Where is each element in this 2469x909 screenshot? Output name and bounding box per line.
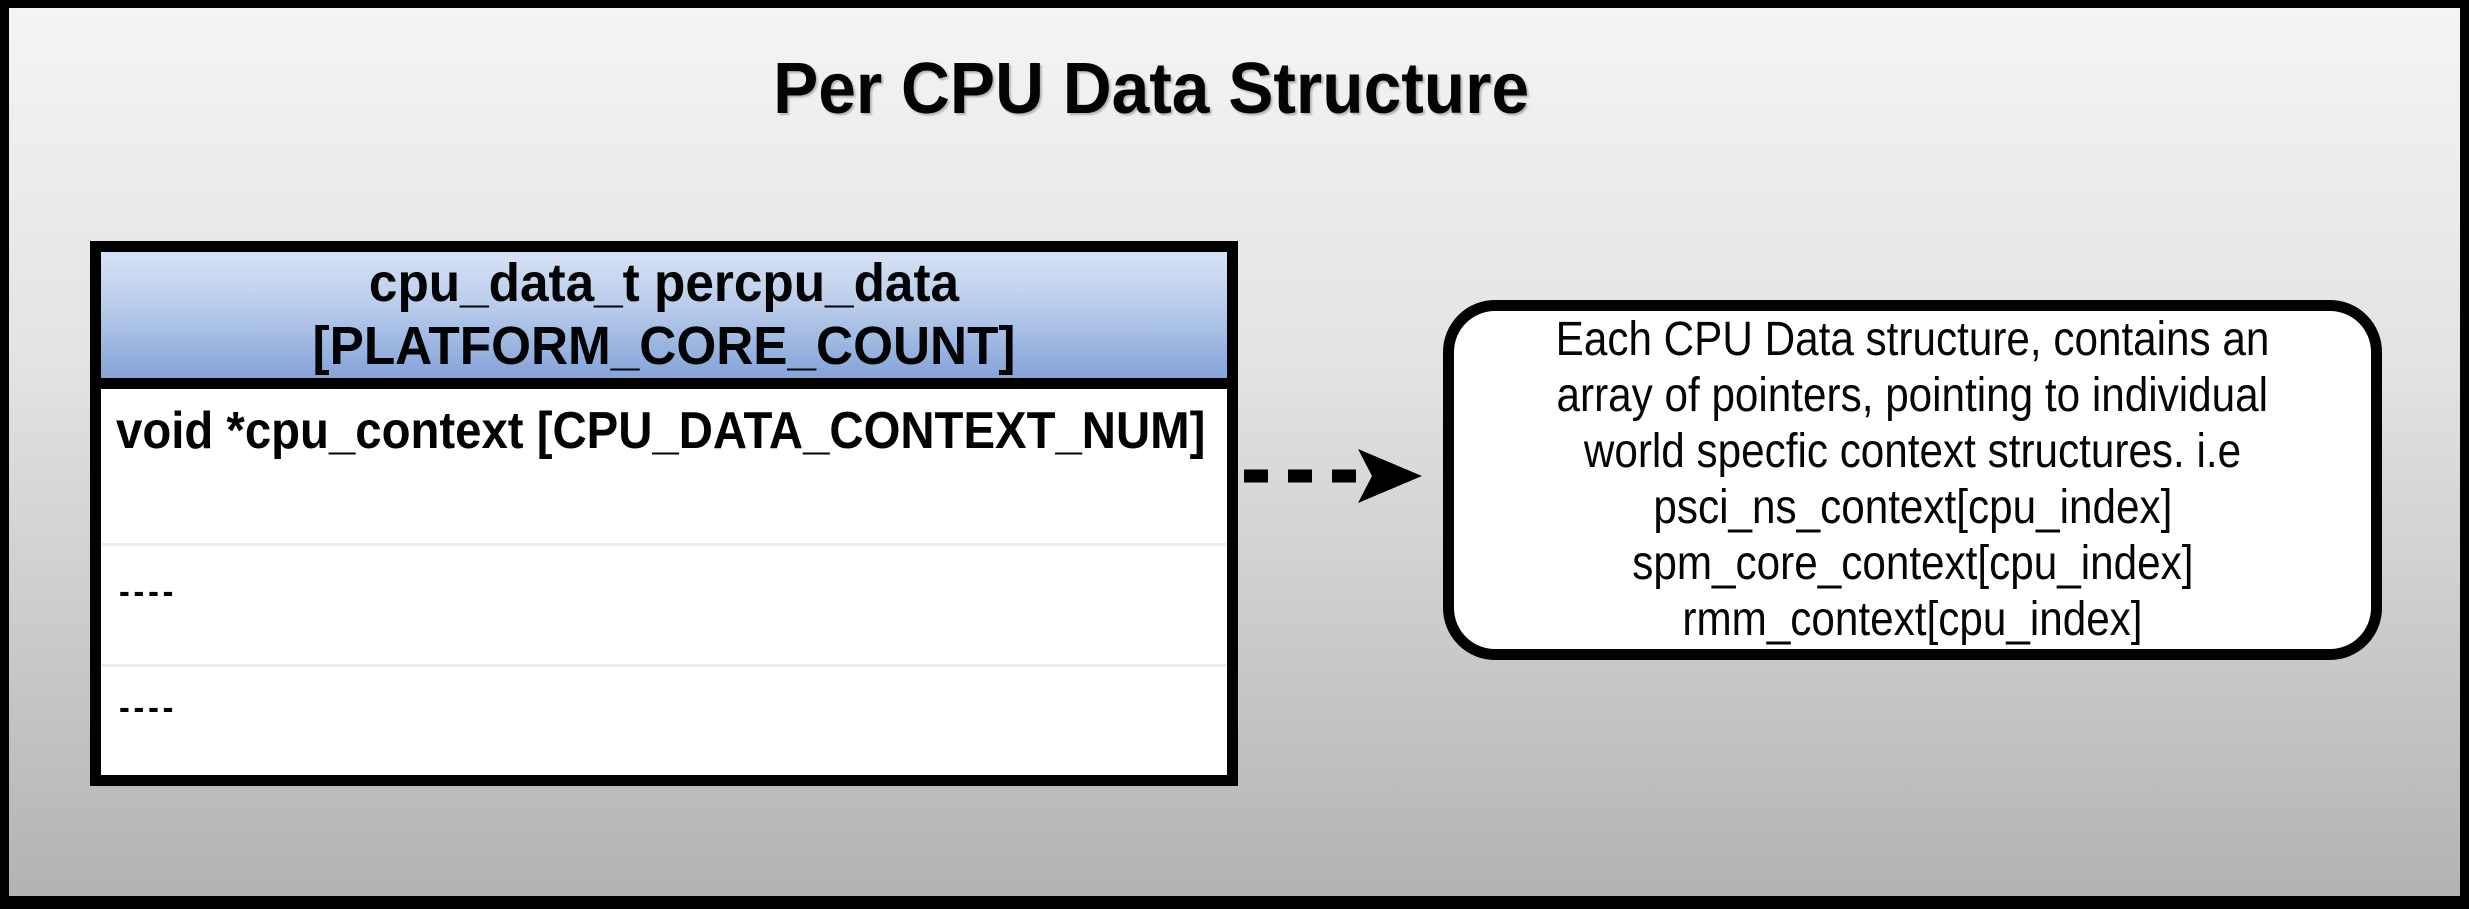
placeholder-dashes-1: ----	[119, 572, 178, 611]
callout-line-6: rmm_context[cpu_index]	[1682, 593, 2143, 646]
cpu-data-table-header: cpu_data_t percpu_data [PLATFORM_CORE_CO…	[101, 252, 1227, 389]
page-title-wrap: Per CPU Data Structure	[9, 48, 2293, 130]
arrowhead-icon	[1358, 449, 1422, 503]
cpu-context-label: void *cpu_context [CPU_DATA_CONTEXT_NUM]	[116, 402, 1206, 460]
table-header-line-1: cpu_data_t percpu_data	[368, 253, 960, 313]
page-title: Per CPU Data Structure	[773, 49, 1529, 129]
callout-line-5: spm_core_context[cpu_index]	[1631, 537, 2194, 590]
diagram-background: Per CPU Data Structure cpu_data_t percpu…	[9, 8, 2460, 896]
callout-box: Each CPU Data structure, contains an arr…	[1443, 300, 2382, 660]
table-header-line-2: [PLATFORM_CORE_COUNT]	[312, 316, 1016, 376]
callout-line-1: Each CPU Data structure, contains an	[1555, 313, 2270, 366]
callout-line-3: world specfic context structures. i.e	[1583, 425, 2242, 478]
callout-line-2: array of pointers, pointing to individua…	[1556, 369, 2269, 422]
dashed-arrow-icon	[1244, 449, 1422, 503]
cpu-data-table: cpu_data_t percpu_data [PLATFORM_CORE_CO…	[90, 241, 1238, 786]
placeholder-dashes-2: ----	[119, 688, 178, 727]
table-row-placeholder-2: ----	[101, 664, 1227, 775]
table-row-placeholder-1: ----	[101, 543, 1227, 664]
table-row-cpu-context: void *cpu_context [CPU_DATA_CONTEXT_NUM]	[101, 389, 1227, 543]
callout-line-4: psci_ns_context[cpu_index]	[1653, 481, 2172, 534]
